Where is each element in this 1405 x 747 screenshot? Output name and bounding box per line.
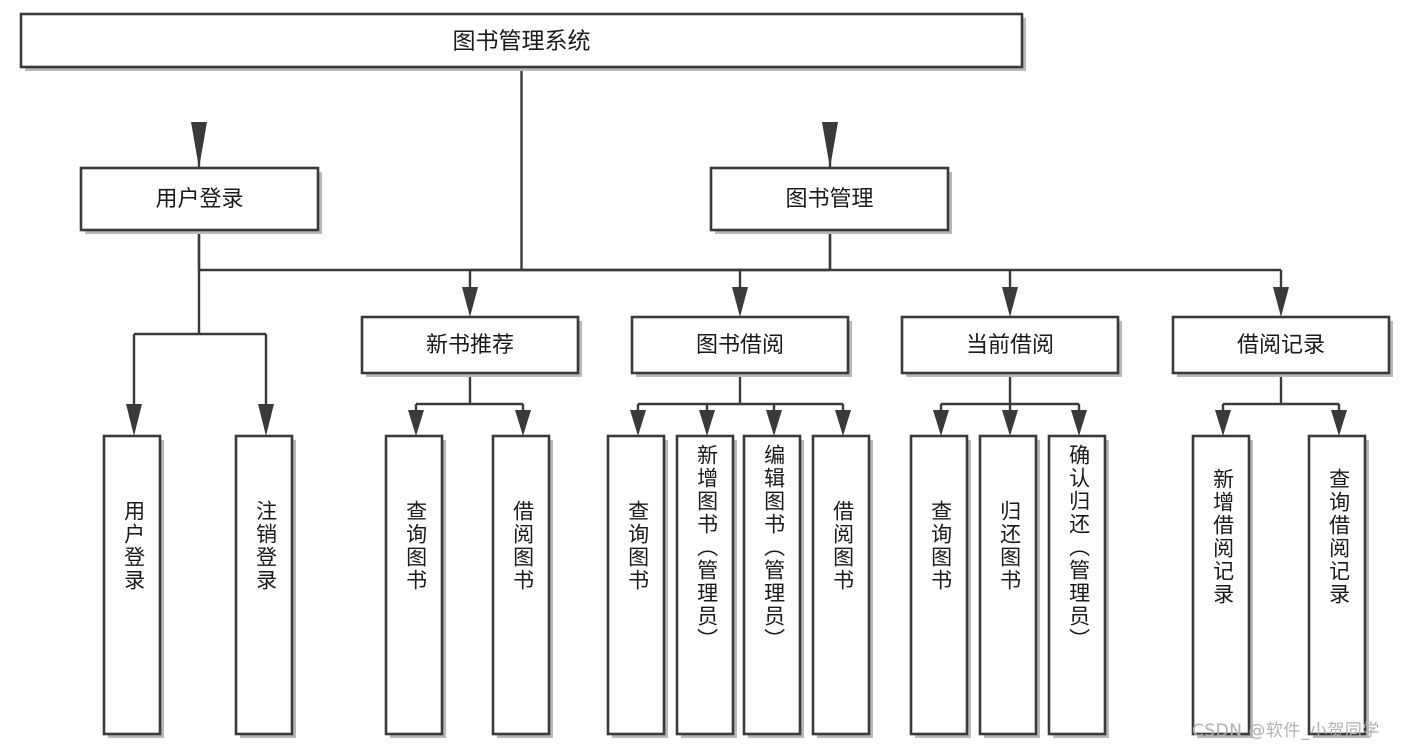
node-label-book-borrow: 图书借阅 [696, 333, 784, 358]
arrow-head-leaf-edit-book [766, 410, 782, 436]
node-box-leaf-add-book[interactable] [675, 434, 735, 736]
node-box-leaf-borrow-book-2[interactable] [811, 434, 871, 736]
arrow-head-book-manage [822, 122, 838, 168]
node-label-new-book-rec: 新书推荐 [426, 333, 514, 358]
node-box-root[interactable] [19, 12, 1024, 69]
arrow-head-leaf-add-record [1215, 410, 1231, 436]
node-box-current-borrow[interactable] [900, 315, 1120, 375]
node-box-leaf-edit-book[interactable] [742, 434, 802, 736]
node-box-leaf-add-record[interactable] [1191, 434, 1251, 736]
node-label-current-borrow: 当前借阅 [966, 333, 1054, 358]
arrow-head-leaf-query-book-3 [933, 410, 949, 436]
arrow-head-user-login [191, 122, 207, 168]
node-label-user-login: 用户登录 [155, 187, 243, 212]
arrow-head-leaf-return-book [1002, 410, 1018, 436]
arrow-head-leaf-query-book-2 [630, 410, 646, 436]
node-box-book-borrow[interactable] [630, 315, 850, 375]
arrow-head-leaf-logout [258, 404, 274, 436]
node-box-leaf-query-record[interactable] [1307, 434, 1367, 736]
node-label-borrow-record: 借阅记录 [1237, 333, 1325, 358]
arrow-head-leaf-user-login [126, 404, 142, 436]
node-box-book-manage[interactable] [709, 166, 950, 232]
node-box-leaf-query-book-3[interactable] [909, 434, 969, 736]
node-box-new-book-rec[interactable] [360, 315, 580, 375]
arrow-head-book-borrow [732, 287, 748, 317]
arrow-head-borrow-record [1273, 287, 1289, 317]
node-box-leaf-return-book[interactable] [978, 434, 1038, 736]
arrow-head-leaf-query-book-1 [408, 410, 424, 436]
node-box-user-login[interactable] [79, 166, 320, 232]
arrow-head-leaf-add-book [699, 410, 715, 436]
arrow-head-leaf-borrow-book-2 [835, 410, 851, 436]
node-box-leaf-query-book-2[interactable] [606, 434, 666, 736]
node-boxes: 图书管理系统 用户登录 图书管理 新书推荐 图书借阅 当前借阅 借阅记录 [19, 12, 1393, 738]
node-box-leaf-user-login[interactable] [102, 434, 162, 736]
arrow-heads [126, 122, 1347, 436]
csdn-watermark: CSDN @软件_小贺同学 [1192, 721, 1380, 741]
arrow-head-leaf-confirm-return [1071, 410, 1087, 436]
arrow-head-current-borrow [1002, 287, 1018, 317]
node-box-leaf-confirm-return[interactable] [1047, 434, 1107, 736]
node-box-leaf-logout[interactable] [234, 434, 294, 736]
arrow-head-new-book-rec [462, 287, 478, 317]
arrow-head-leaf-borrow-book-1 [515, 410, 531, 436]
arrow-head-leaf-query-record [1331, 410, 1347, 436]
node-box-leaf-query-book-1[interactable] [384, 434, 444, 736]
node-box-borrow-record[interactable] [1171, 315, 1391, 375]
node-label-book-manage: 图书管理 [785, 187, 873, 212]
node-label-root: 图书管理系统 [453, 29, 591, 55]
node-box-leaf-borrow-book-1[interactable] [491, 434, 551, 736]
